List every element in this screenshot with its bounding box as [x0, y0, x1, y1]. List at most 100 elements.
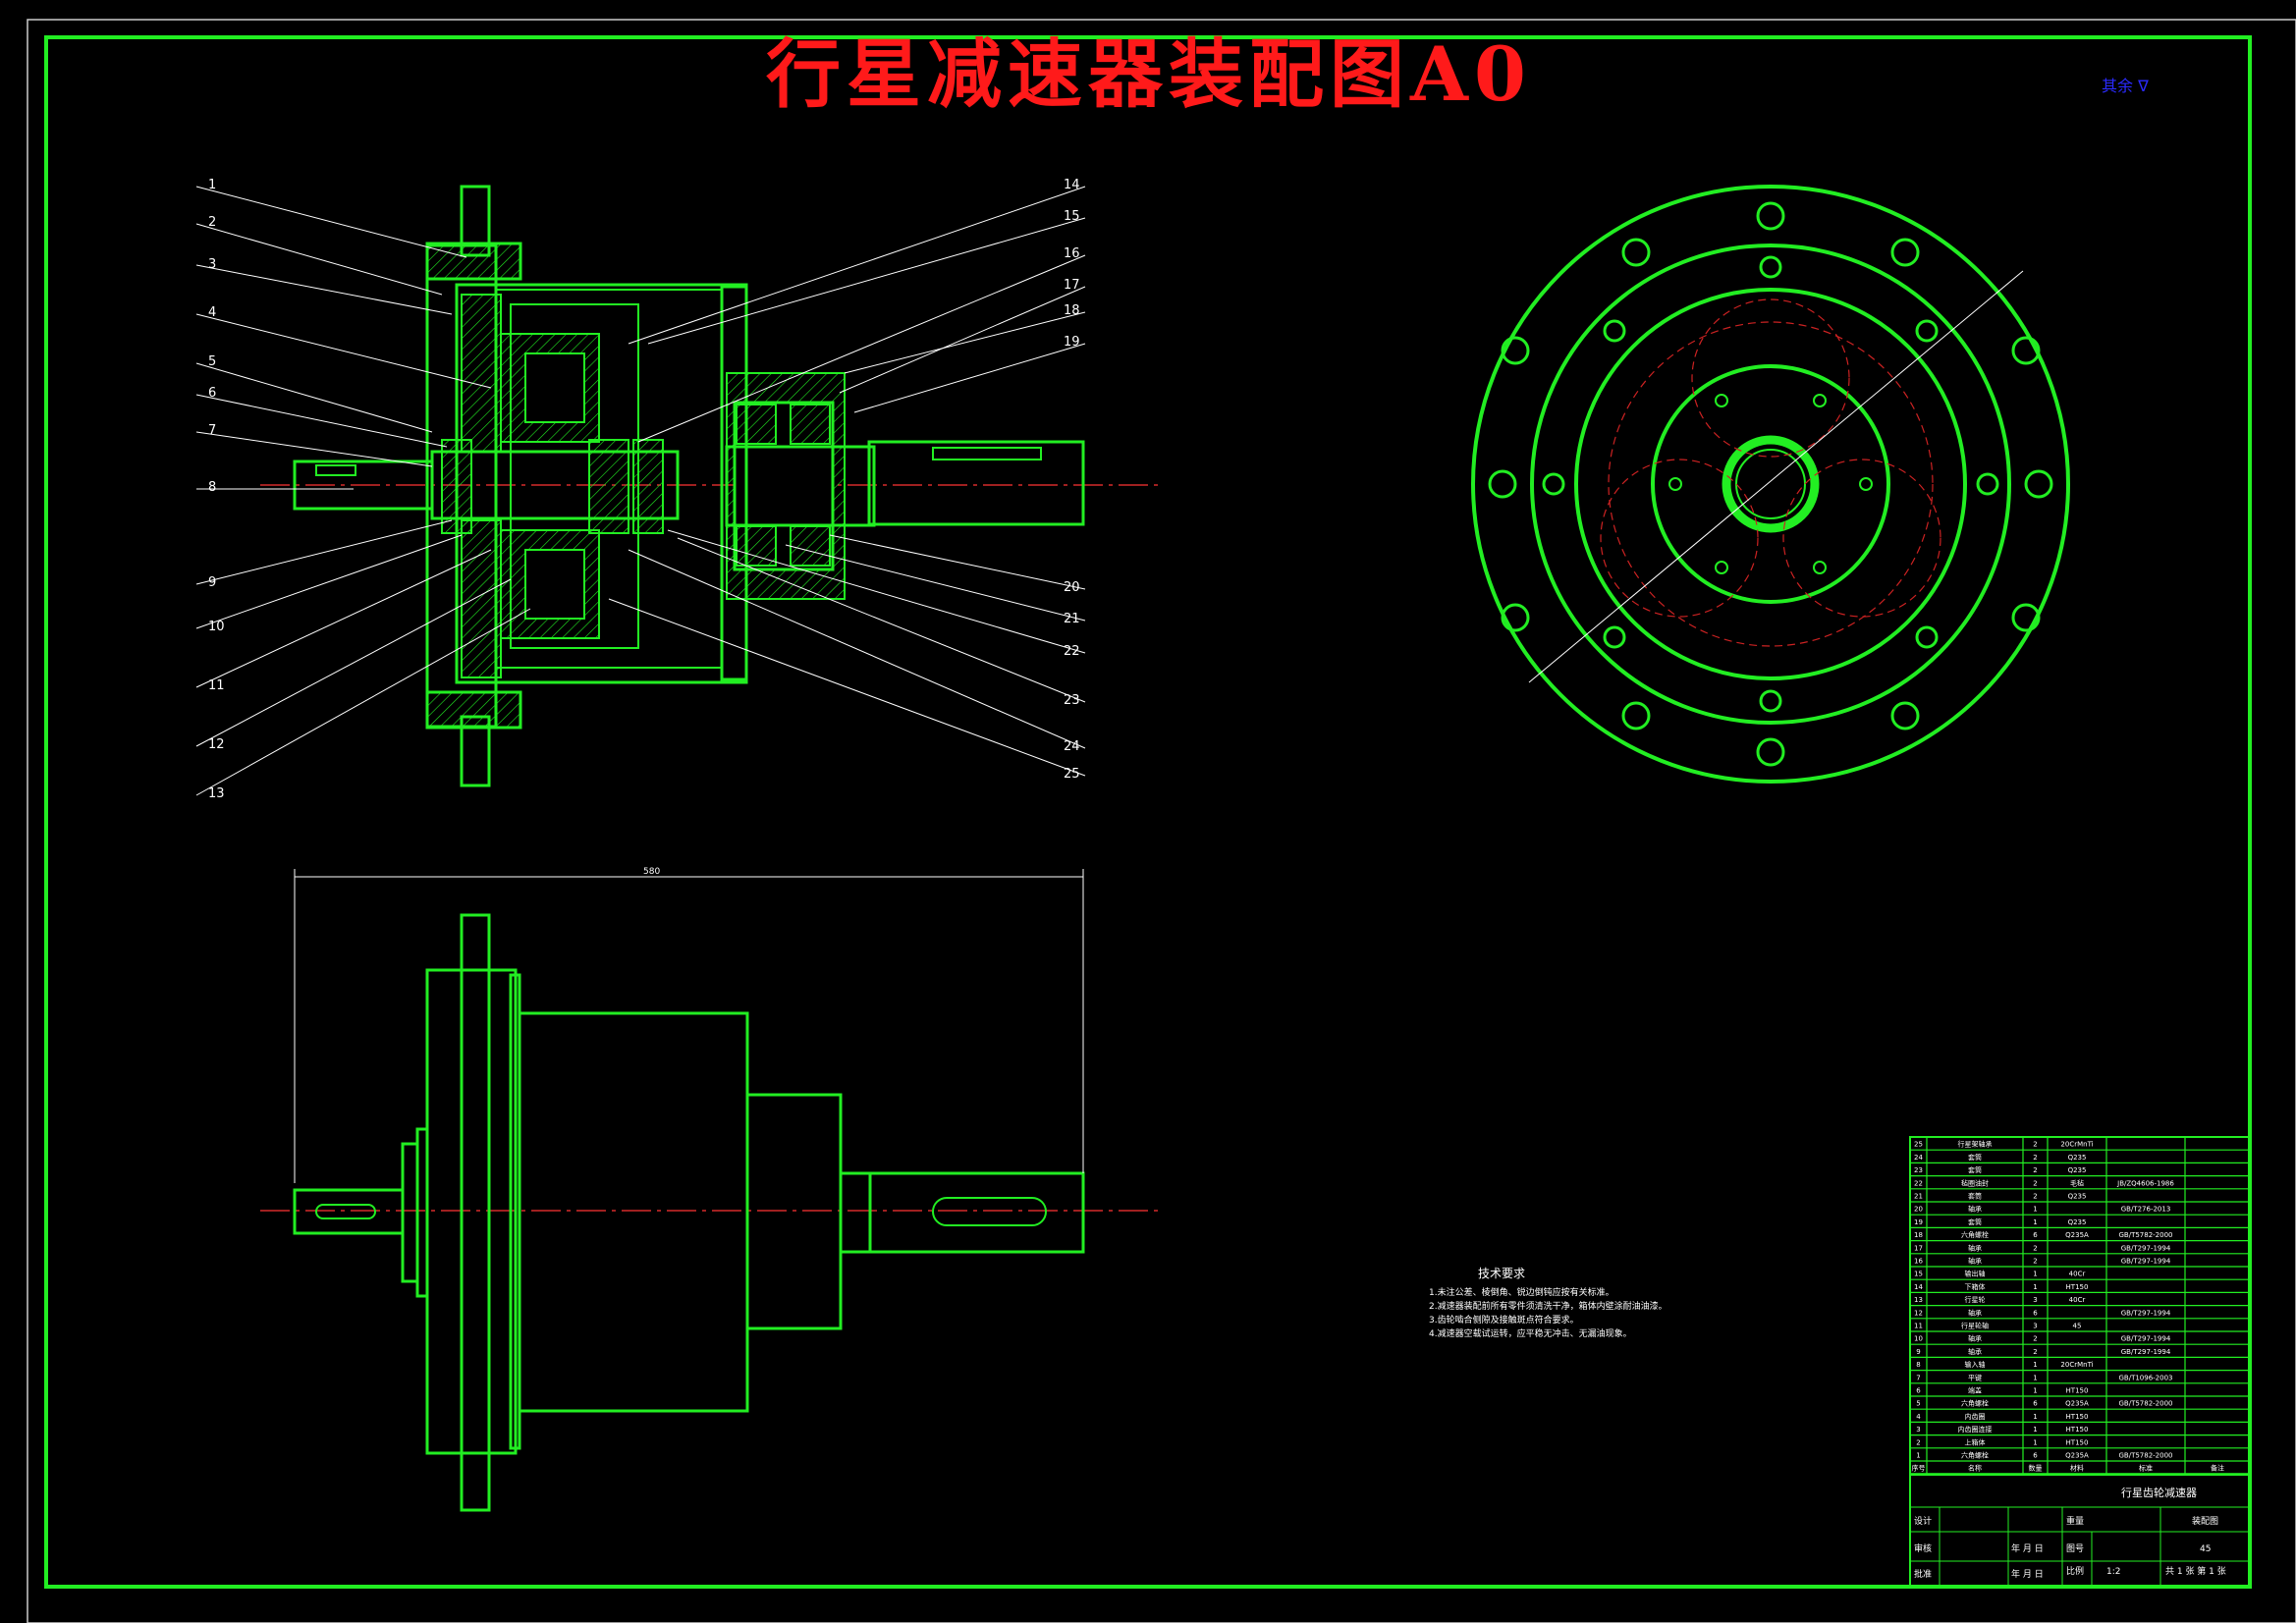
- balloon-10: 10: [208, 620, 225, 634]
- parts-cell-name: 毡圈油封: [1961, 1178, 1989, 1187]
- balloons-left: 1 2 3 4 5 6 7 8 9 10 11 12 13: [208, 178, 225, 801]
- approver-label: 批准: [1914, 1568, 1932, 1580]
- balloon-16: 16: [1064, 246, 1080, 261]
- parts-cell-qty: 1: [2033, 1387, 2037, 1395]
- parts-cell-standard: GB/T297-1994: [2121, 1258, 2171, 1266]
- parts-cell-material: 45: [2073, 1323, 2082, 1330]
- parts-cell-no: 9: [1916, 1348, 1920, 1356]
- parts-cell-no: 11: [1914, 1323, 1923, 1330]
- technical-requirements: 技术要求 1.未注公差、棱倒角、锐边倒钝应按有关标准。 2.减速器装配前所有零件…: [1429, 1267, 1704, 1341]
- parts-cell-no: 3: [1916, 1426, 1920, 1434]
- material-value: 45: [2200, 1544, 2211, 1554]
- parts-cell-qty: 6: [2033, 1400, 2038, 1408]
- parts-cell-name: 行星架轴承: [1958, 1140, 1993, 1149]
- parts-cell-qty: 6: [2033, 1452, 2038, 1460]
- balloon-23: 23: [1064, 693, 1080, 708]
- balloon-leaders: [195, 186, 1086, 796]
- parts-cell-material: 40Cr: [2069, 1271, 2086, 1278]
- tech-heading: 技术要求: [1478, 1267, 1526, 1280]
- balloon-17: 17: [1064, 278, 1080, 293]
- parts-cell-name: 套筒: [1968, 1217, 1982, 1226]
- parts-cell-no: 13: [1914, 1296, 1923, 1304]
- title-block: [1909, 1474, 2251, 1588]
- parts-cell-name: 下箱体: [1965, 1282, 1986, 1291]
- parts-cell-name: 套筒: [1968, 1192, 1982, 1201]
- parts-cell-standard: GB/T276-2013: [2121, 1206, 2171, 1214]
- parts-cell-no: 8: [1916, 1361, 1920, 1369]
- parts-cell-material: 毛毡: [2070, 1178, 2084, 1187]
- balloon-2: 2: [208, 215, 216, 230]
- date-label-2: 年 月 日: [2011, 1568, 2044, 1580]
- parts-cell-name: 上箱体: [1965, 1437, 1986, 1446]
- balloon-3: 3: [208, 257, 216, 272]
- parts-cell-name: 套筒: [1968, 1153, 1982, 1162]
- parts-cell-material: 20CrMnTi: [2060, 1141, 2093, 1149]
- parts-cell-standard: GB/T5782-2000: [2118, 1231, 2172, 1239]
- parts-cell-standard: GB/T297-1994: [2121, 1335, 2171, 1343]
- parts-cell-material: HT150: [2066, 1438, 2089, 1446]
- balloon-13: 13: [208, 786, 225, 801]
- parts-cell-name: 轴承: [1968, 1205, 1982, 1214]
- parts-cell-no: 23: [1914, 1166, 1923, 1174]
- parts-cell-no: 10: [1914, 1335, 1923, 1343]
- balloon-7: 7: [208, 423, 216, 438]
- balloon-25: 25: [1064, 767, 1080, 782]
- balloon-1: 1: [208, 178, 216, 192]
- parts-cell-name: 平键: [1968, 1373, 1982, 1381]
- parts-cell-no: 5: [1916, 1400, 1920, 1408]
- parts-cell-no: 1: [1916, 1452, 1920, 1460]
- balloon-18: 18: [1064, 303, 1080, 318]
- parts-cell-qty: 3: [2033, 1296, 2037, 1304]
- tech-item: 2.减速器装配前所有零件须清洗干净，箱体内壁涂耐油油漆。: [1429, 1302, 1667, 1312]
- parts-cell-standard: GB/T297-1994: [2121, 1244, 2171, 1252]
- parts-cell-no: 17: [1914, 1244, 1923, 1252]
- tech-item: 3.齿轮啮合侧隙及接触斑点符合要求。: [1429, 1316, 1579, 1325]
- parts-cell-qty: 3: [2033, 1323, 2037, 1330]
- parts-cell-qty: 2: [2033, 1348, 2037, 1356]
- parts-cell-material: Q235: [2068, 1166, 2087, 1174]
- parts-cell-name: 内齿圈: [1965, 1412, 1986, 1421]
- sheet-info: 共 1 张 第 1 张: [2165, 1565, 2226, 1577]
- parts-cell-no: 16: [1914, 1258, 1923, 1266]
- parts-list-table: [1909, 1136, 2251, 1476]
- parts-cell-no: 12: [1914, 1309, 1923, 1317]
- parts-cell-name: 轴承: [1968, 1243, 1982, 1252]
- parts-cell-name: 六角螺栓: [1961, 1399, 1989, 1408]
- parts-cell-qty: 2: [2033, 1141, 2037, 1149]
- sheet-outer-border: [27, 19, 2296, 1623]
- parts-cell-no: 22: [1914, 1179, 1923, 1187]
- parts-header-cell: 标准: [2139, 1464, 2153, 1473]
- parts-cell-no: 19: [1914, 1218, 1923, 1226]
- parts-cell-qty: 1: [2033, 1218, 2037, 1226]
- parts-cell-qty: 2: [2033, 1166, 2037, 1174]
- balloons-right: 14 15 16 17 18 19 20 21 22 23 24 25: [1064, 178, 1080, 782]
- outside-view: [260, 913, 1164, 1512]
- parts-cell-no: 7: [1916, 1374, 1920, 1381]
- parts-cell-name: 轴承: [1968, 1334, 1982, 1343]
- page-title: 行星减速器装配图A0: [766, 30, 1532, 118]
- parts-cell-no: 6: [1916, 1387, 1921, 1395]
- section-view: [260, 185, 1159, 787]
- parts-cell-no: 21: [1914, 1193, 1923, 1201]
- parts-cell-name: 行星轮: [1965, 1295, 1986, 1304]
- parts-cell-standard: GB/T297-1994: [2121, 1309, 2171, 1317]
- parts-cell-material: Q235: [2068, 1218, 2087, 1226]
- balloon-14: 14: [1064, 178, 1080, 192]
- parts-cell-no: 18: [1914, 1231, 1923, 1239]
- balloon-8: 8: [208, 480, 216, 495]
- parts-cell-no: 15: [1914, 1271, 1923, 1278]
- balloon-4: 4: [208, 305, 216, 320]
- parts-cell-qty: 6: [2033, 1231, 2038, 1239]
- parts-cell-name: 输出轴: [1965, 1270, 1986, 1278]
- parts-cell-qty: 1: [2033, 1271, 2037, 1278]
- balloon-15: 15: [1064, 209, 1080, 224]
- parts-header-cell: 数量: [2029, 1464, 2043, 1473]
- parts-cell-qty: 2: [2033, 1244, 2037, 1252]
- parts-cell-standard: GB/T5782-2000: [2118, 1452, 2172, 1460]
- parts-cell-name: 轴承: [1968, 1347, 1982, 1356]
- parts-cell-name: 端盖: [1968, 1386, 1982, 1395]
- parts-header-cell: 材料: [2070, 1464, 2084, 1473]
- parts-cell-standard: GB/T1096-2003: [2118, 1374, 2172, 1381]
- parts-cell-material: Q235: [2068, 1193, 2087, 1201]
